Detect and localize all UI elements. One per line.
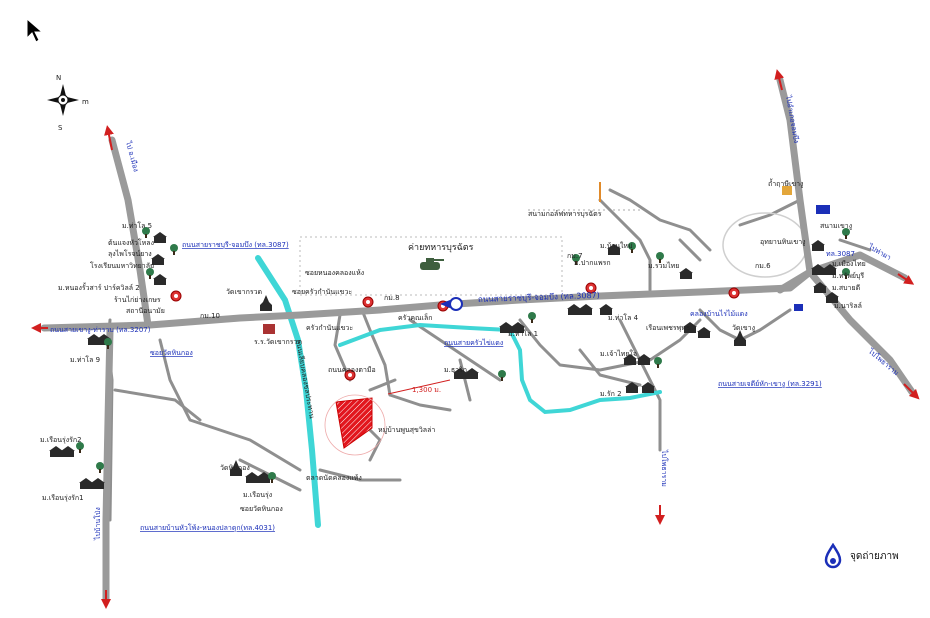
temple-icon <box>260 295 272 311</box>
m-narin-label: ม.นาริลล์ <box>834 302 862 310</box>
info-box <box>816 205 830 214</box>
legend: จุดถ่ายภาพ <box>822 543 899 569</box>
road-3087-top: ถนนสายราชบุรี-จอมบึง (ทล.3087) <box>182 240 289 249</box>
school-khao-label: ร.ร.วัดเขากรวด <box>254 338 302 346</box>
road-3207: ถนนสายเขางู-ท่าราบ (ทล.3207) <box>50 326 151 334</box>
resort-label: เรือนเพชรพุทธ <box>646 324 690 332</box>
house-icons <box>49 232 839 489</box>
km7: กม.7 <box>567 252 583 260</box>
km6: กม.6 <box>755 262 771 270</box>
project-area <box>335 397 373 449</box>
camp-label: ค่ายทหารบุรฉัตร <box>408 243 474 253</box>
m-sabai-label: ม.สบายดี <box>832 284 860 292</box>
camp-area <box>299 236 563 296</box>
m-mueang-label: ม.เมืองไทย <box>832 259 866 268</box>
compass-rose <box>47 84 79 116</box>
m-khao-ngu-label: สนามเขางู <box>820 222 852 230</box>
distance-label: 1,300 ม. <box>412 386 441 394</box>
mui-wat-label: ม.บ้านใหม่ <box>600 241 633 250</box>
m1-label: ม.ท่าโล 1 <box>508 329 538 338</box>
minor-roads <box>106 188 872 522</box>
m5-3-label: ลุงไพโรจน์ยาง <box>108 249 152 258</box>
compass-s: S <box>58 124 63 132</box>
road-4031: ถนนสายบ้านหัวโพ้ง-หนองปลาดุก(ทล.4031) <box>140 523 275 532</box>
krua-label: ครัวกำนันแขวะ <box>306 324 353 332</box>
canal-line-2 <box>338 322 662 415</box>
m5-2-label: ต้นแจงหัวโหลง <box>108 238 154 247</box>
mouse-cursor-icon <box>26 18 44 43</box>
station-label: สถานีอนามัย <box>126 307 165 315</box>
direction-arrows <box>31 69 920 609</box>
m-pak-label: ม.ปากแพรก <box>574 259 611 267</box>
project-ring <box>324 394 386 456</box>
km10: กม.10 <box>200 312 220 320</box>
compass-n: N <box>56 74 61 82</box>
project-label: หมู่บ้านพูนสุขวิลล่า <box>378 426 435 434</box>
cave-icon <box>782 186 792 195</box>
m-thai-label: ม.เจ้าไทยใจ <box>600 349 637 358</box>
m4-label: ม.ท่าโล 4 <box>608 313 639 322</box>
market-label: ตลาดนัดคลองแห้ง <box>306 474 362 482</box>
road-3291: ถนนสายเจดีย์หัก-เขางู (ทล.3291) <box>718 380 822 388</box>
mr-phak-label: ม.รัก 2 <box>600 390 622 398</box>
school-icon <box>263 324 275 334</box>
tank-icon <box>420 258 444 270</box>
cave-label: ถ้ำฤาษีเขางู <box>768 177 803 188</box>
golf-label: สนามกอล์ฟทหารบุรฉัตร <box>528 210 602 218</box>
photo-point-icon <box>440 297 463 311</box>
to-down: ไปโพธาราม <box>660 449 669 487</box>
m5-label: ม.ท่าโล 5 <box>122 221 152 230</box>
temple-hin-label: วัดหินกอง <box>220 464 250 472</box>
soi-krua-label: ซอยครัวกำนันแขวะ <box>292 288 352 296</box>
info-box <box>794 304 803 311</box>
m-ruay1-label: ม.เรือนรุ่งรัก1 <box>42 494 84 502</box>
m9-label: ม.ท่าโล 9 <box>70 355 100 364</box>
m-ruamt-label: ม.รวมไทย <box>648 261 679 270</box>
to-north-west: ไป อ.เมือง <box>124 139 141 172</box>
km8: กม.8 <box>384 294 400 302</box>
road-main: ถนนสายราชบุรี-จอมบึง (ทล.3087) <box>478 291 600 304</box>
canal-line <box>255 255 321 528</box>
flag-marker <box>599 182 601 202</box>
wat-khao-ngu-label: วัดเขางู <box>732 324 755 332</box>
legend-label: จุดถ่ายภาพ <box>850 550 899 562</box>
shop-label: ร้านไก่ย่างเกษร <box>114 295 161 304</box>
m-suk-label: ม.ธาริก <box>444 366 467 374</box>
road-kamnan-label: ถนนคลองตามือ <box>328 366 376 374</box>
m-ruay2-label: ม.เรือนรุ่งรัก2 <box>40 436 82 444</box>
road-3087-right: ทล.3087 <box>826 250 855 258</box>
m-thap-label: ม.ทรัพย์บุรี <box>832 272 864 280</box>
soi-wat-label: ซอยวัดหินกอง <box>150 349 193 357</box>
school-label: โรงเรียนมหาวิทยาลัย <box>90 261 154 270</box>
khlong-ban-label: คลองบ้านไร่ไม้แดง <box>690 309 748 318</box>
arch-label: อุทยานหินเขางู <box>760 238 806 246</box>
yellow-canal-label: ถนนสายครัวไข่แดง <box>444 338 503 347</box>
text-labels: N m S ค่ายทหารบุรฉัตร ถนนสายราชบุรี-จอมบ… <box>40 74 901 541</box>
to-south: ไปบ้านโป่ง <box>93 507 102 541</box>
krua-lek-label: ครัวคุณเล็ก <box>398 313 432 322</box>
compass-e: m <box>82 98 89 106</box>
soi-nong-label: ซอยหนองคลองแห้ง <box>305 269 364 277</box>
photo-point-legend-icon <box>824 543 842 569</box>
soi-hin-label: ซอยวัดหินกอง <box>240 505 283 513</box>
distance-line <box>387 379 451 395</box>
m2-label: ม.หนองรั้วสาร์ ปาร์ควิลล์ 2 <box>58 281 140 292</box>
m-ruen-label: ม.เรือนรุ่ง <box>243 491 272 499</box>
temple-khao-label: วัดเขากรวด <box>226 288 262 296</box>
